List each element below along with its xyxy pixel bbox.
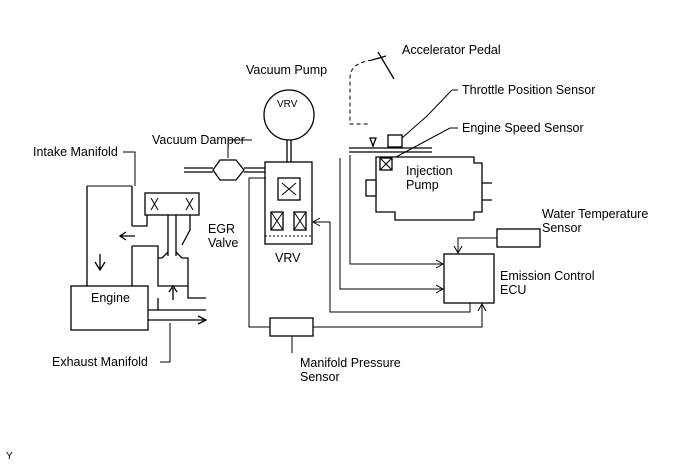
manifold-pressure-sensor xyxy=(269,317,314,337)
engine-speed-sensor-label: Engine Speed Sensor xyxy=(462,121,584,135)
emission-ecu-label-line1: Emission Control xyxy=(500,269,594,283)
injection-pump-label-line2: Pump xyxy=(406,178,439,192)
accelerator-pedal-label: Accelerator Pedal xyxy=(402,43,501,57)
signal-wiring xyxy=(248,155,497,328)
vrv-label: VRV xyxy=(275,251,301,265)
exhaust-manifold xyxy=(148,309,208,325)
egr-flow-arrow-up xyxy=(168,284,178,300)
emission-ecu-label-line2: ECU xyxy=(500,283,526,297)
engine-block xyxy=(70,285,149,331)
vrv xyxy=(264,161,313,245)
manifold-pressure-label-line2: Sensor xyxy=(300,370,340,384)
intake-manifold xyxy=(86,185,159,286)
accelerator-pedal xyxy=(349,51,395,125)
water-temperature-sensor xyxy=(496,228,541,248)
exhaust-manifold-label: Exhaust Manifold xyxy=(52,355,148,369)
egr-valve-label-line2: Valve xyxy=(208,236,238,250)
intake-manifold-leader xyxy=(123,151,136,186)
water-temperature-label-line2: Sensor xyxy=(542,221,582,235)
vacuum-damper-label: Vacuum Damper xyxy=(152,133,245,147)
throttle-linkage xyxy=(349,89,458,153)
vacuum-pump: VRV xyxy=(263,89,315,162)
vacuum-pump-body-label: VRV xyxy=(277,99,298,110)
intake-flow-arrow xyxy=(94,254,106,272)
engine-speed-sensor-leader xyxy=(395,127,458,158)
injection-pump xyxy=(365,156,492,221)
engine-label: Engine xyxy=(91,291,130,305)
emission-control-ecu xyxy=(443,253,495,304)
vacuum-pump-label: Vacuum Pump xyxy=(246,63,327,77)
corner-mark: Y xyxy=(6,451,13,462)
egr-valve-label-line1: EGR xyxy=(208,222,235,236)
exhaust-manifold-leader xyxy=(160,323,171,363)
water-temperature-label-line1: Water Temperature xyxy=(542,207,648,221)
injection-pump-label-line1: Injection xyxy=(406,164,453,178)
vacuum-damper-leader xyxy=(227,139,252,158)
vacuum-damper xyxy=(184,159,266,181)
intake-manifold-label: Intake Manifold xyxy=(33,145,118,159)
egr-flow-arrow-left xyxy=(118,231,135,241)
throttle-position-sensor-label: Throttle Position Sensor xyxy=(462,83,595,97)
egr-valve xyxy=(144,192,206,310)
manifold-pressure-label-line1: Manifold Pressure xyxy=(300,356,401,370)
